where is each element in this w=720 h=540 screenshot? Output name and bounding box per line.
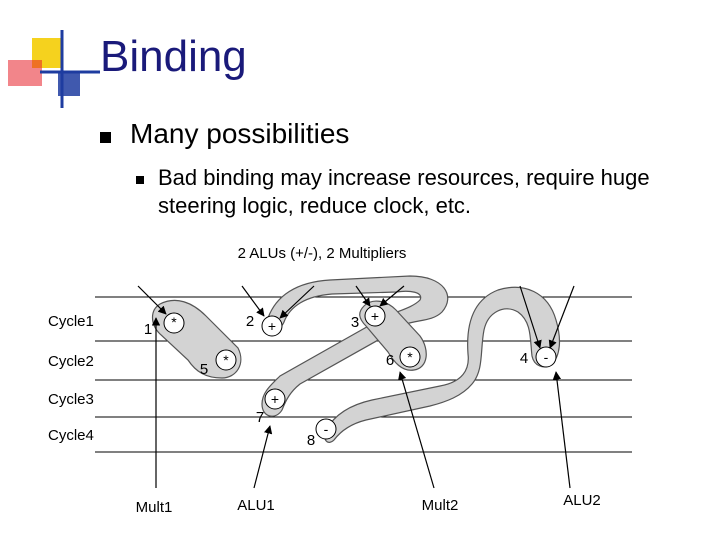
op-node-7: + 7: [256, 388, 286, 426]
op-node-1: * 1: [144, 312, 185, 338]
op-id-8: 8: [307, 432, 315, 449]
binding-group-alu1: [261, 275, 449, 417]
op-id-7: 7: [256, 409, 264, 426]
op-id-4: 4: [520, 350, 528, 367]
svg-text:*: *: [407, 349, 413, 365]
op-node-8: - 8: [307, 418, 337, 449]
op-id-2: 2: [246, 313, 254, 330]
op-node-2: + 2: [246, 313, 283, 337]
cycle-label-3: Cycle3: [48, 391, 94, 408]
bullet-many-possibilities: Many possibilities: [130, 118, 350, 149]
op-node-3: + 3: [351, 305, 386, 331]
slide-title: Binding: [100, 32, 247, 81]
svg-text:*: *: [223, 352, 229, 368]
op-id-1: 1: [144, 321, 152, 338]
bullet-marker: [100, 132, 111, 143]
op-node-5: * 5: [200, 349, 237, 378]
sub-bullet-marker: [136, 176, 144, 184]
cycle-label-2: Cycle2: [48, 353, 94, 370]
op-node-4: - 4: [520, 346, 557, 368]
svg-text:+: +: [371, 308, 379, 324]
bullet-bad-binding: Bad binding may increase resources, requ…: [158, 165, 650, 218]
diagram-caption: 2 ALUs (+/-), 2 Multipliers: [238, 245, 407, 262]
svg-text:+: +: [271, 391, 279, 407]
unit-label-alu1: ALU1: [237, 497, 275, 514]
op-id-3: 3: [351, 314, 359, 331]
unit-label-mult2: Mult2: [422, 497, 459, 514]
op-id-5: 5: [200, 361, 208, 378]
unit-label-mult1: Mult1: [136, 499, 173, 516]
op-node-6: * 6: [386, 346, 421, 369]
svg-text:+: +: [268, 318, 276, 334]
op-id-6: 6: [386, 352, 394, 369]
cycle-label-1: Cycle1: [48, 313, 94, 330]
cycle-label-4: Cycle4: [48, 427, 94, 444]
unit-arrows: [137, 285, 575, 489]
unit-label-alu2: ALU2: [563, 492, 601, 509]
binding-group-alu2: [324, 286, 561, 443]
svg-text:*: *: [171, 314, 177, 330]
svg-text:-: -: [544, 349, 549, 365]
svg-text:-: -: [324, 421, 329, 437]
